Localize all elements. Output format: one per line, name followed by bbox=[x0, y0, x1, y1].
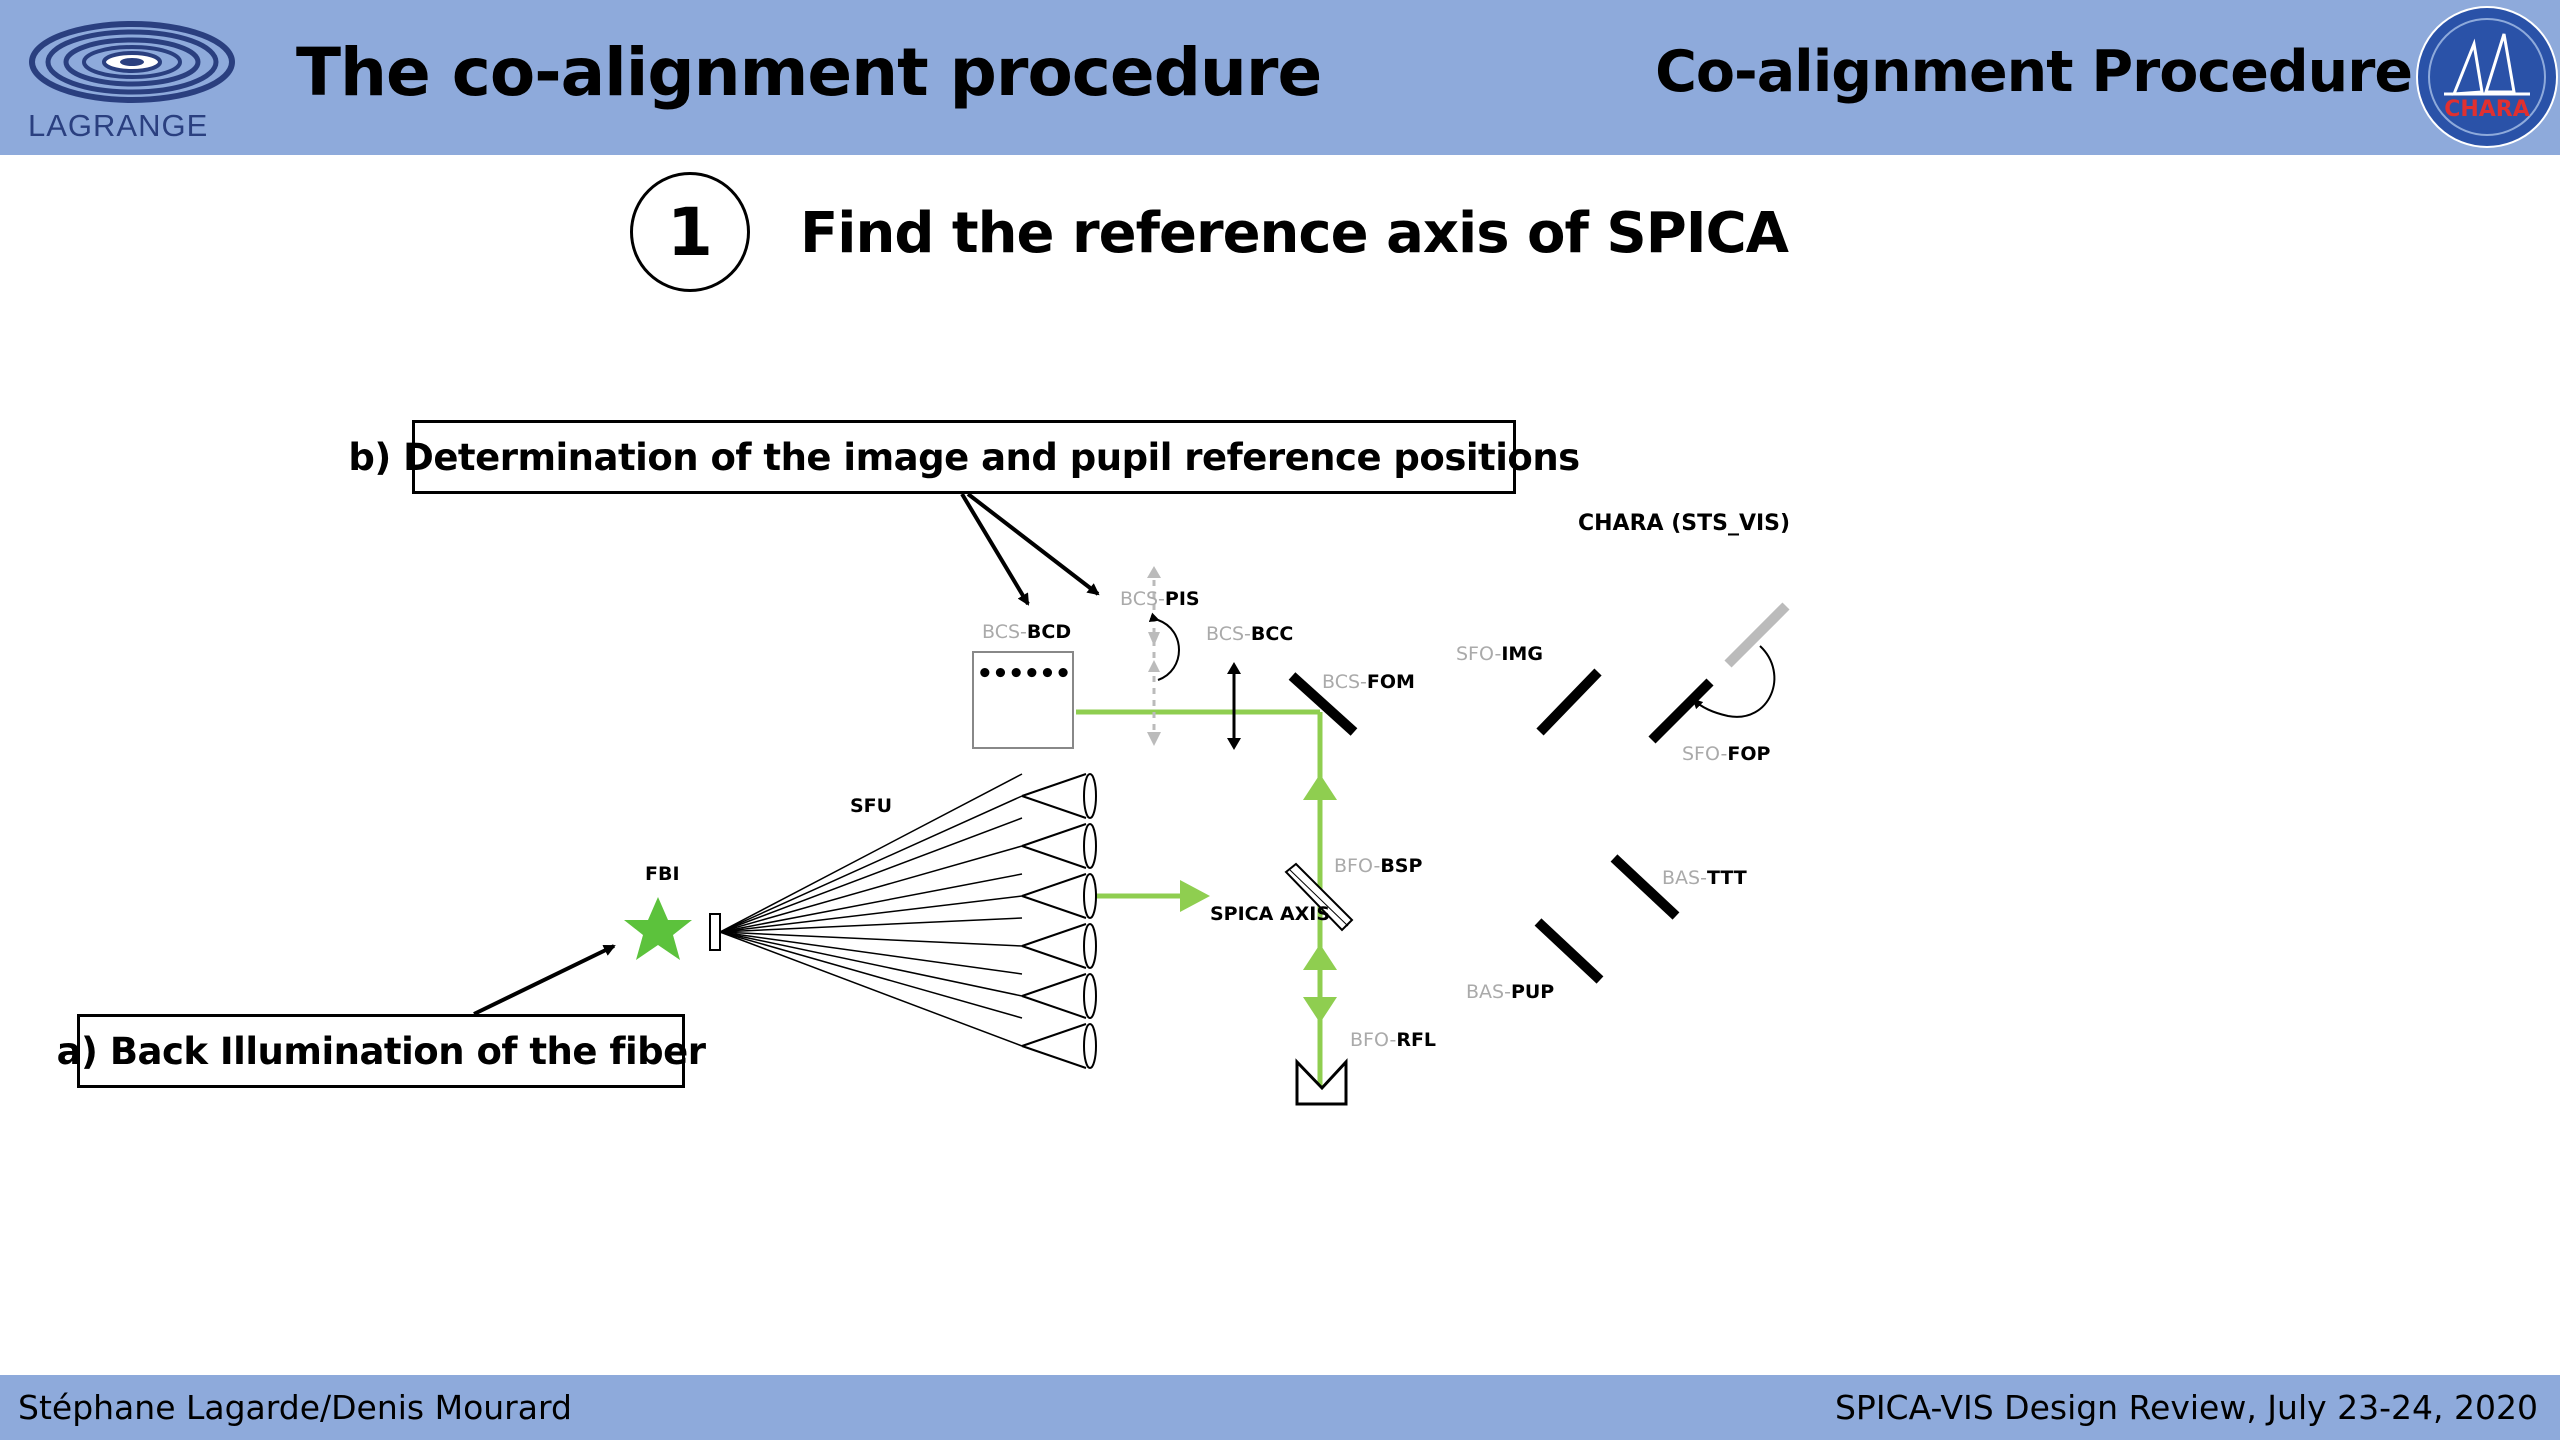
section-title: Co-alignment Procedure bbox=[1655, 39, 2413, 105]
rfl-label: BFO-RFL bbox=[1350, 1029, 1436, 1051]
callout-a-arrow bbox=[473, 944, 616, 1016]
chara-logo-text: CHARA bbox=[2444, 97, 2530, 122]
fom-mirror bbox=[1288, 672, 1358, 736]
step-title: Find the reference axis of SPICA bbox=[800, 201, 1789, 266]
pup-label: BAS-PUP bbox=[1466, 981, 1554, 1003]
bsp-beamsplitter bbox=[1284, 862, 1354, 932]
beam-arrows bbox=[1180, 774, 1337, 1023]
rfl-retroreflector bbox=[1295, 1058, 1348, 1106]
ttt-mirror bbox=[1610, 854, 1680, 920]
header-bar: LAGRANGE The co-alignment procedure Co-a… bbox=[0, 0, 2560, 155]
ttt-label: BAS-TTT bbox=[1662, 867, 1747, 889]
fbi-star-icon bbox=[624, 897, 692, 960]
footer-bar: Stéphane Lagarde/Denis Mourard SPICA-VIS… bbox=[0, 1375, 2560, 1440]
img-mirror bbox=[1536, 668, 1602, 736]
fbi-label: FBI bbox=[645, 863, 680, 885]
bcd-label: BCS-BCD bbox=[982, 621, 1071, 643]
fop-rotation-arrow bbox=[1692, 645, 1776, 718]
lagrange-swirl-icon bbox=[29, 21, 235, 103]
fop-mirror bbox=[1648, 678, 1714, 744]
pis-piston-stage bbox=[1147, 566, 1180, 746]
chara-sts-label: CHARA (STS_VIS) bbox=[1578, 511, 1790, 536]
fop-label: SFO-FOP bbox=[1682, 743, 1770, 765]
img-label: SFO-IMG bbox=[1456, 643, 1543, 665]
fop-mirror-alt-position bbox=[1724, 602, 1790, 668]
bcc-label: BCS-BCC bbox=[1206, 623, 1293, 645]
chara-logo: CHARA bbox=[2416, 6, 2558, 148]
callout-b-reference-positions: b) Determination of the image and pupil … bbox=[348, 420, 1580, 494]
spica-axis-label: SPICA AXIS bbox=[1210, 903, 1330, 925]
bcd-detector-box bbox=[972, 651, 1074, 749]
fom-label: BCS-FOM bbox=[1322, 671, 1415, 693]
callout-b-arrows bbox=[960, 492, 1100, 606]
bsp-label: BFO-BSP bbox=[1334, 855, 1422, 877]
bcc-translation-arrow bbox=[1227, 662, 1241, 750]
sfu-lens-array bbox=[1021, 773, 1097, 1069]
lagrange-logo-text: LAGRANGE bbox=[28, 108, 209, 143]
fiber-head bbox=[709, 913, 721, 951]
sfu-fiber-lines bbox=[719, 773, 1023, 1047]
footer-event: SPICA-VIS Design Review, July 23-24, 202… bbox=[1834, 1388, 2538, 1427]
footer-authors: Stéphane Lagarde/Denis Mourard bbox=[18, 1388, 572, 1427]
pup-mirror bbox=[1534, 918, 1604, 984]
lagrange-logo: LAGRANGE bbox=[22, 12, 242, 147]
slide-title: The co-alignment procedure bbox=[296, 34, 1322, 111]
bcd-detector-dots: •••••• bbox=[977, 659, 1071, 689]
pis-label: BCS-PIS bbox=[1120, 588, 1200, 610]
sfu-label: SFU bbox=[850, 795, 892, 817]
callout-a-back-illumination: a) Back Illumination of the fiber bbox=[57, 1014, 706, 1088]
step-number-badge: 1 bbox=[630, 172, 750, 292]
